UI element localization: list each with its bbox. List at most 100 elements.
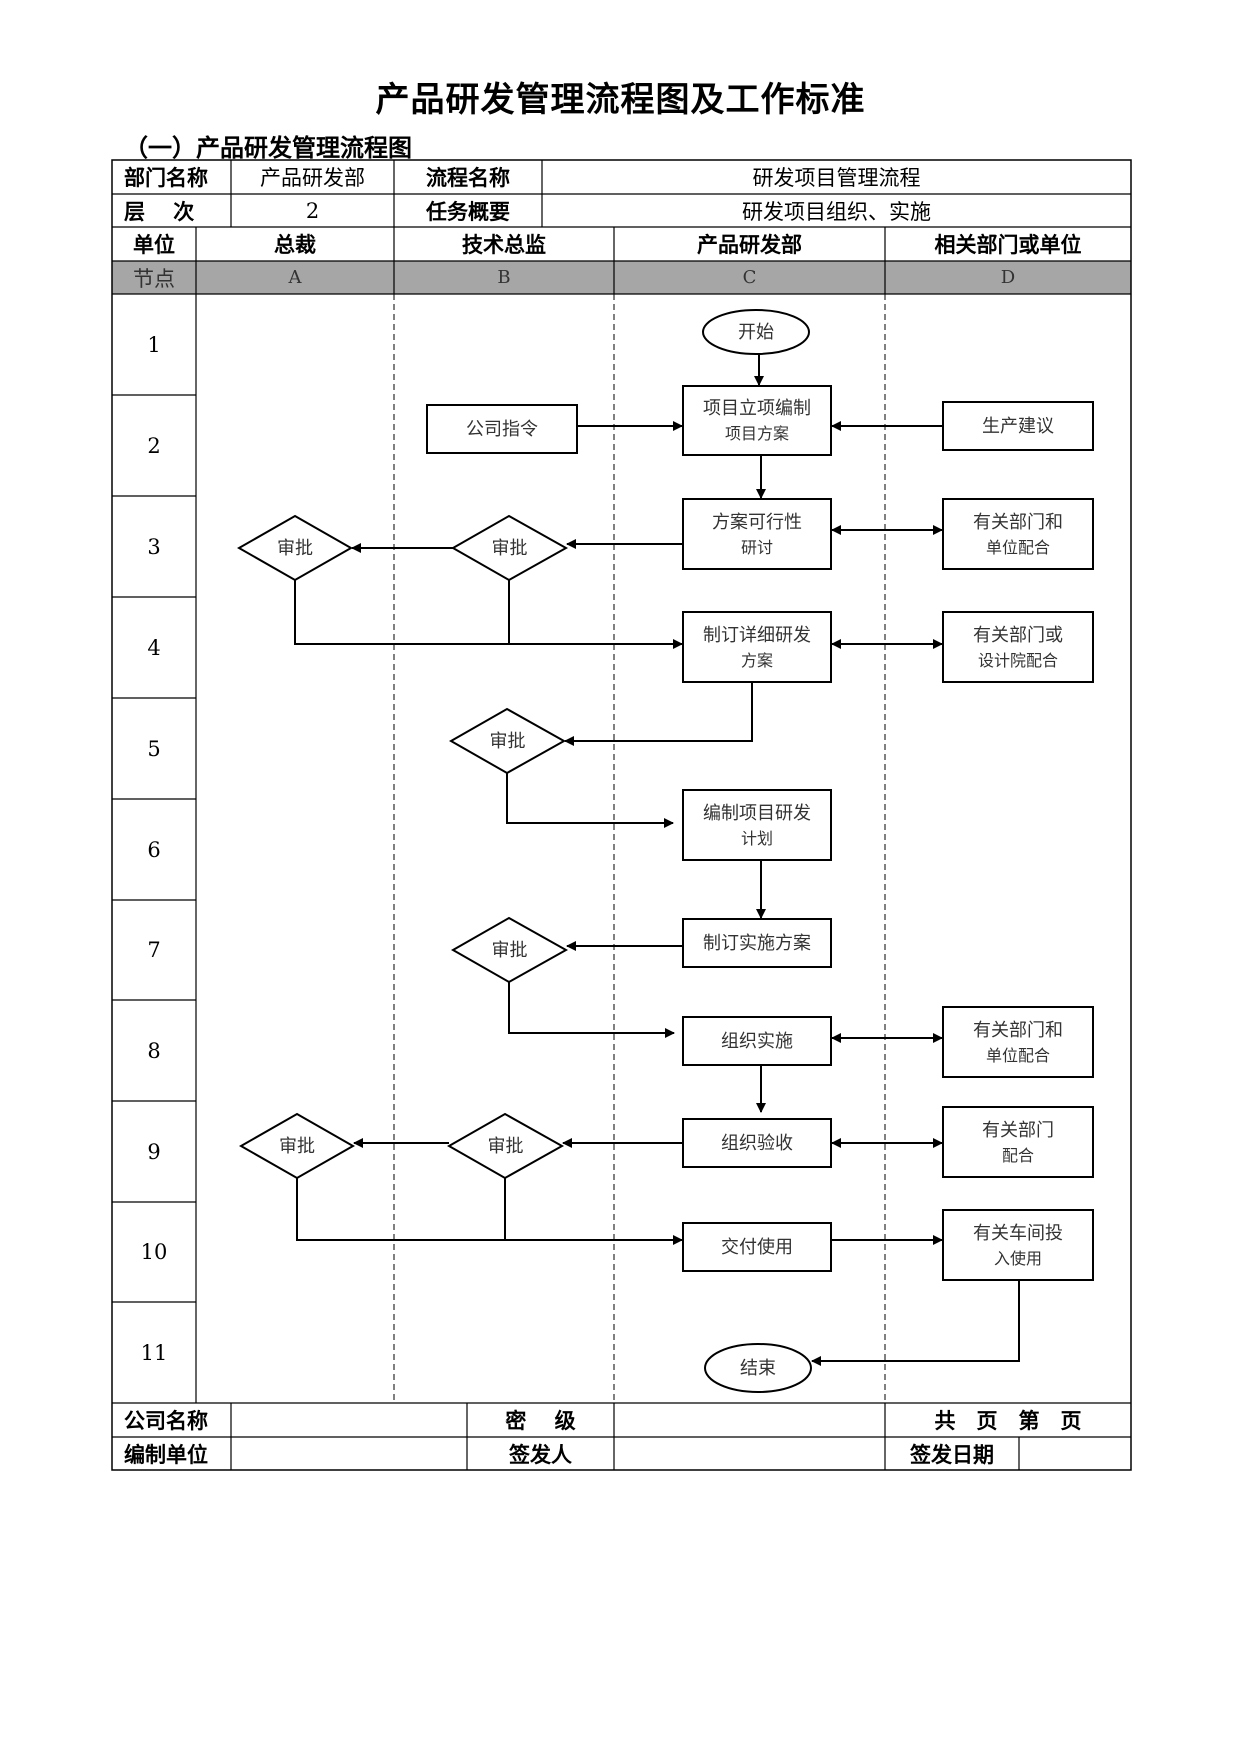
lane-a-name: 总裁 — [274, 232, 316, 257]
workshop-use-label: 有关车间投 入使用 — [943, 1210, 1093, 1280]
detailed-plan-label: 制订详细研发 方案 — [683, 612, 831, 682]
row-number: 7 — [147, 938, 161, 962]
impl-plan-label: 制订实施方案 — [703, 932, 811, 954]
project-setup-line2: 项目方案 — [724, 424, 789, 443]
row-number-grid — [112, 294, 197, 1403]
depts-design-4-line2: 设计院配合 — [977, 650, 1058, 670]
depts-coop-9-label: 有关部门 配合 — [943, 1107, 1093, 1177]
detailed-plan-line2: 方案 — [740, 650, 773, 670]
lane-d-name: 相关部门或单位 — [934, 232, 1082, 257]
approve-9a-label: 审批 — [279, 1135, 315, 1157]
feasibility-line2: 研讨 — [740, 537, 773, 557]
node-row-band — [112, 261, 1131, 294]
flow-connectors — [294, 354, 1020, 1366]
level-value: 2 — [305, 198, 320, 223]
dept-name-value: 产品研发部 — [260, 166, 365, 190]
lane-c-node: C — [742, 267, 757, 288]
end-label: 结束 — [740, 1357, 776, 1379]
detailed-plan-box — [682, 611, 832, 683]
lane-b-node: B — [497, 267, 511, 288]
feasibility-label: 方案可行性 研讨 — [683, 499, 831, 569]
row-number: 6 — [147, 837, 161, 862]
dev-schedule-box — [682, 789, 832, 861]
depts-design-4-label: 有关部门或 设计院配合 — [943, 612, 1093, 682]
depts-coop-3-line1: 有关部门和 — [973, 511, 1063, 533]
node-label: 节点 — [133, 266, 175, 291]
production-suggest-label: 生产建议 — [982, 415, 1054, 437]
task-summary-label: 任务概要 — [426, 198, 510, 224]
depts-coop-8-line2: 单位配合 — [985, 1045, 1050, 1065]
workshop-use-line1: 有关车间投 — [973, 1222, 1063, 1244]
lane-d-node: D — [1000, 267, 1016, 288]
detailed-plan-line1: 制订详细研发 — [703, 624, 811, 646]
row-number: 3 — [147, 534, 161, 559]
flow-shapes — [236, 309, 1094, 1393]
lane-a-node: A — [288, 267, 302, 288]
lane-b-name: 技术总监 — [462, 232, 546, 257]
start-terminator — [702, 309, 810, 355]
footer-secret-label: 密 级 — [505, 1408, 576, 1433]
row-number: 9 — [147, 1139, 161, 1164]
flow-name-label: 流程名称 — [426, 165, 510, 190]
unit-label: 单位 — [133, 232, 175, 257]
company-order-label: 公司指令 — [466, 418, 538, 440]
organize-impl-label: 组织实施 — [721, 1030, 793, 1052]
acceptance-label: 组织验收 — [721, 1132, 793, 1154]
feasibility-line1: 方案可行性 — [712, 511, 802, 533]
footer-grid — [112, 1402, 1131, 1470]
footer-unit-label: 编制单位 — [124, 1441, 208, 1467]
depts-coop-8-line1: 有关部门和 — [973, 1019, 1063, 1041]
row-number: 10 — [140, 1240, 168, 1264]
dev-schedule-line2: 计划 — [740, 828, 773, 848]
depts-coop-8-label: 有关部门和 单位配合 — [943, 1007, 1093, 1077]
approve-3b-label: 审批 — [491, 537, 528, 559]
dept-name-label: 部门名称 — [124, 165, 208, 190]
company-order-box — [426, 404, 578, 454]
header-grid — [112, 160, 1131, 295]
production-suggest-box — [942, 401, 1094, 451]
level-label: 层 次 — [124, 198, 195, 224]
row-number: 4 — [147, 635, 161, 660]
depts-coop-9-line1: 有关部门 — [982, 1119, 1054, 1141]
depts-coop-3-label: 有关部门和 单位配合 — [943, 499, 1093, 569]
depts-coop-9-line2: 配合 — [1001, 1145, 1034, 1165]
footer-company-label: 公司名称 — [124, 1408, 208, 1433]
start-label: 开始 — [738, 321, 774, 343]
task-summary-value: 研发项目组织、实施 — [742, 199, 931, 224]
end-terminator — [704, 1343, 812, 1393]
organize-impl-box — [682, 1016, 832, 1066]
depts-coop-8-box — [942, 1006, 1094, 1078]
dev-schedule-line1: 编制项目研发 — [703, 802, 811, 824]
project-setup-line1: 项目立项编制 — [703, 398, 811, 419]
dev-schedule-label: 编制项目研发 计划 — [683, 790, 831, 860]
workshop-use-line2: 入使用 — [993, 1248, 1042, 1268]
row-number: 2 — [147, 433, 161, 458]
depts-coop-3-line2: 单位配合 — [985, 537, 1050, 557]
approve-5b-label: 审批 — [489, 730, 526, 752]
lane-dividers — [393, 294, 886, 1403]
approve-7b-label: 审批 — [491, 939, 528, 961]
footer-date-label: 签发日期 — [910, 1441, 994, 1467]
depts-design-4-box — [942, 611, 1094, 683]
row-number: 11 — [140, 1340, 168, 1365]
row-number: 1 — [147, 332, 161, 357]
footer-signer-label: 签发人 — [509, 1441, 572, 1467]
delivery-label: 交付使用 — [721, 1236, 793, 1258]
project-setup-box — [682, 385, 832, 456]
page-title: 产品研发管理流程图及工作标准 — [375, 80, 866, 120]
feasibility-box — [682, 498, 832, 570]
row-number: 5 — [147, 736, 161, 761]
depts-coop-9-box — [942, 1106, 1094, 1178]
footer-pages-label: 共 页 第 页 — [934, 1408, 1082, 1433]
depts-design-4-line1: 有关部门或 — [973, 624, 1063, 646]
approve-3a-label: 审批 — [277, 537, 313, 559]
delivery-box — [682, 1222, 832, 1272]
section-subtitle: （一）产品研发管理流程图 — [124, 133, 412, 162]
impl-plan-box — [682, 918, 832, 968]
depts-coop-3-box — [942, 498, 1094, 570]
project-setup-label: 项目立项编制 项目方案 — [683, 386, 831, 455]
approve-9b-label: 审批 — [487, 1135, 524, 1157]
flow-name-value: 研发项目管理流程 — [752, 166, 921, 190]
table-frame — [111, 159, 1132, 1471]
